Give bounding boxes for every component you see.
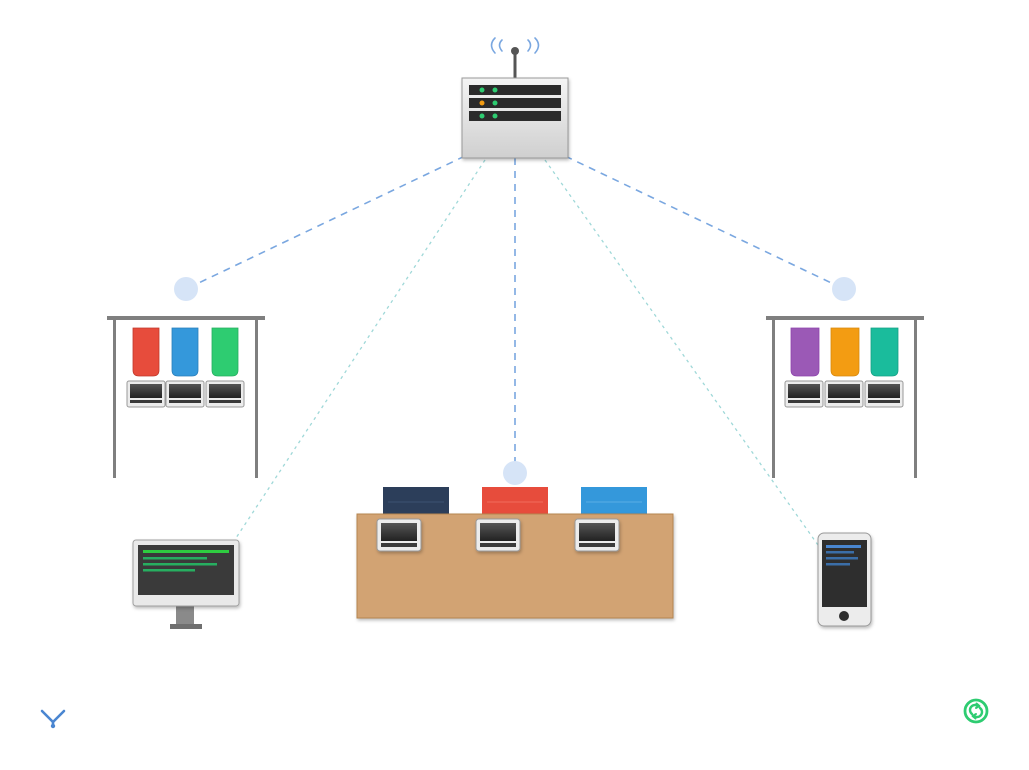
shelf-leg (255, 320, 258, 478)
link-desktop (235, 159, 486, 539)
status-led (479, 87, 485, 93)
code-line (143, 550, 229, 553)
status-led (492, 100, 498, 106)
code-line (143, 557, 207, 560)
table[interactable] (356, 487, 674, 619)
router-slot (469, 111, 561, 121)
laptop-icon (824, 380, 864, 408)
shelf-leg (113, 320, 116, 478)
laptop-icon (864, 380, 904, 408)
connection-lines (185, 144, 845, 546)
book (790, 327, 820, 377)
laptop-icon (126, 380, 166, 408)
status-led (479, 100, 485, 106)
status-led (492, 87, 498, 93)
phone-screen (822, 540, 867, 607)
book (171, 327, 199, 377)
screen-line (826, 551, 854, 554)
monitor-base (170, 624, 202, 629)
endpoint-shelf-left (174, 277, 198, 301)
shelf-leg (914, 320, 917, 478)
router[interactable] (461, 37, 569, 159)
router-antenna-tip (511, 47, 519, 55)
laptop-icon (376, 518, 422, 552)
screen-line (826, 563, 850, 566)
book (870, 327, 899, 377)
refresh-icon[interactable] (961, 696, 991, 726)
wifi-signal-icon (490, 37, 540, 54)
shelf-top (107, 316, 265, 320)
status-led (479, 113, 485, 119)
antenna-icon[interactable] (38, 703, 68, 733)
endpoint-table (503, 461, 527, 485)
link-shelf-right (541, 144, 845, 290)
book (482, 487, 548, 515)
bookshelf-right[interactable] (766, 316, 924, 478)
laptop-icon (205, 380, 245, 408)
link-shelf-left (185, 144, 489, 290)
laptop-icon (475, 518, 521, 552)
screen-line (826, 545, 861, 548)
router-slot (469, 85, 561, 95)
book (830, 327, 860, 377)
status-led (492, 113, 498, 119)
shelf-leg (772, 320, 775, 478)
book (211, 327, 239, 377)
router-slot (469, 98, 561, 108)
bookshelf-left[interactable] (107, 316, 265, 478)
link-phone (544, 159, 819, 546)
home-button (839, 611, 849, 621)
code-line (143, 563, 217, 566)
desktop-monitor[interactable] (132, 539, 240, 629)
laptop-icon (784, 380, 824, 408)
laptop-icon (574, 518, 620, 552)
monitor-stand (176, 604, 194, 624)
book (581, 487, 647, 515)
link-endpoints (174, 277, 856, 485)
shelf-top (766, 316, 924, 320)
code-line (143, 569, 195, 572)
smartphone[interactable] (817, 532, 872, 627)
book (132, 327, 160, 377)
laptop-icon (165, 380, 205, 408)
screen-line (826, 557, 858, 560)
endpoint-shelf-right (832, 277, 856, 301)
book (383, 487, 449, 515)
